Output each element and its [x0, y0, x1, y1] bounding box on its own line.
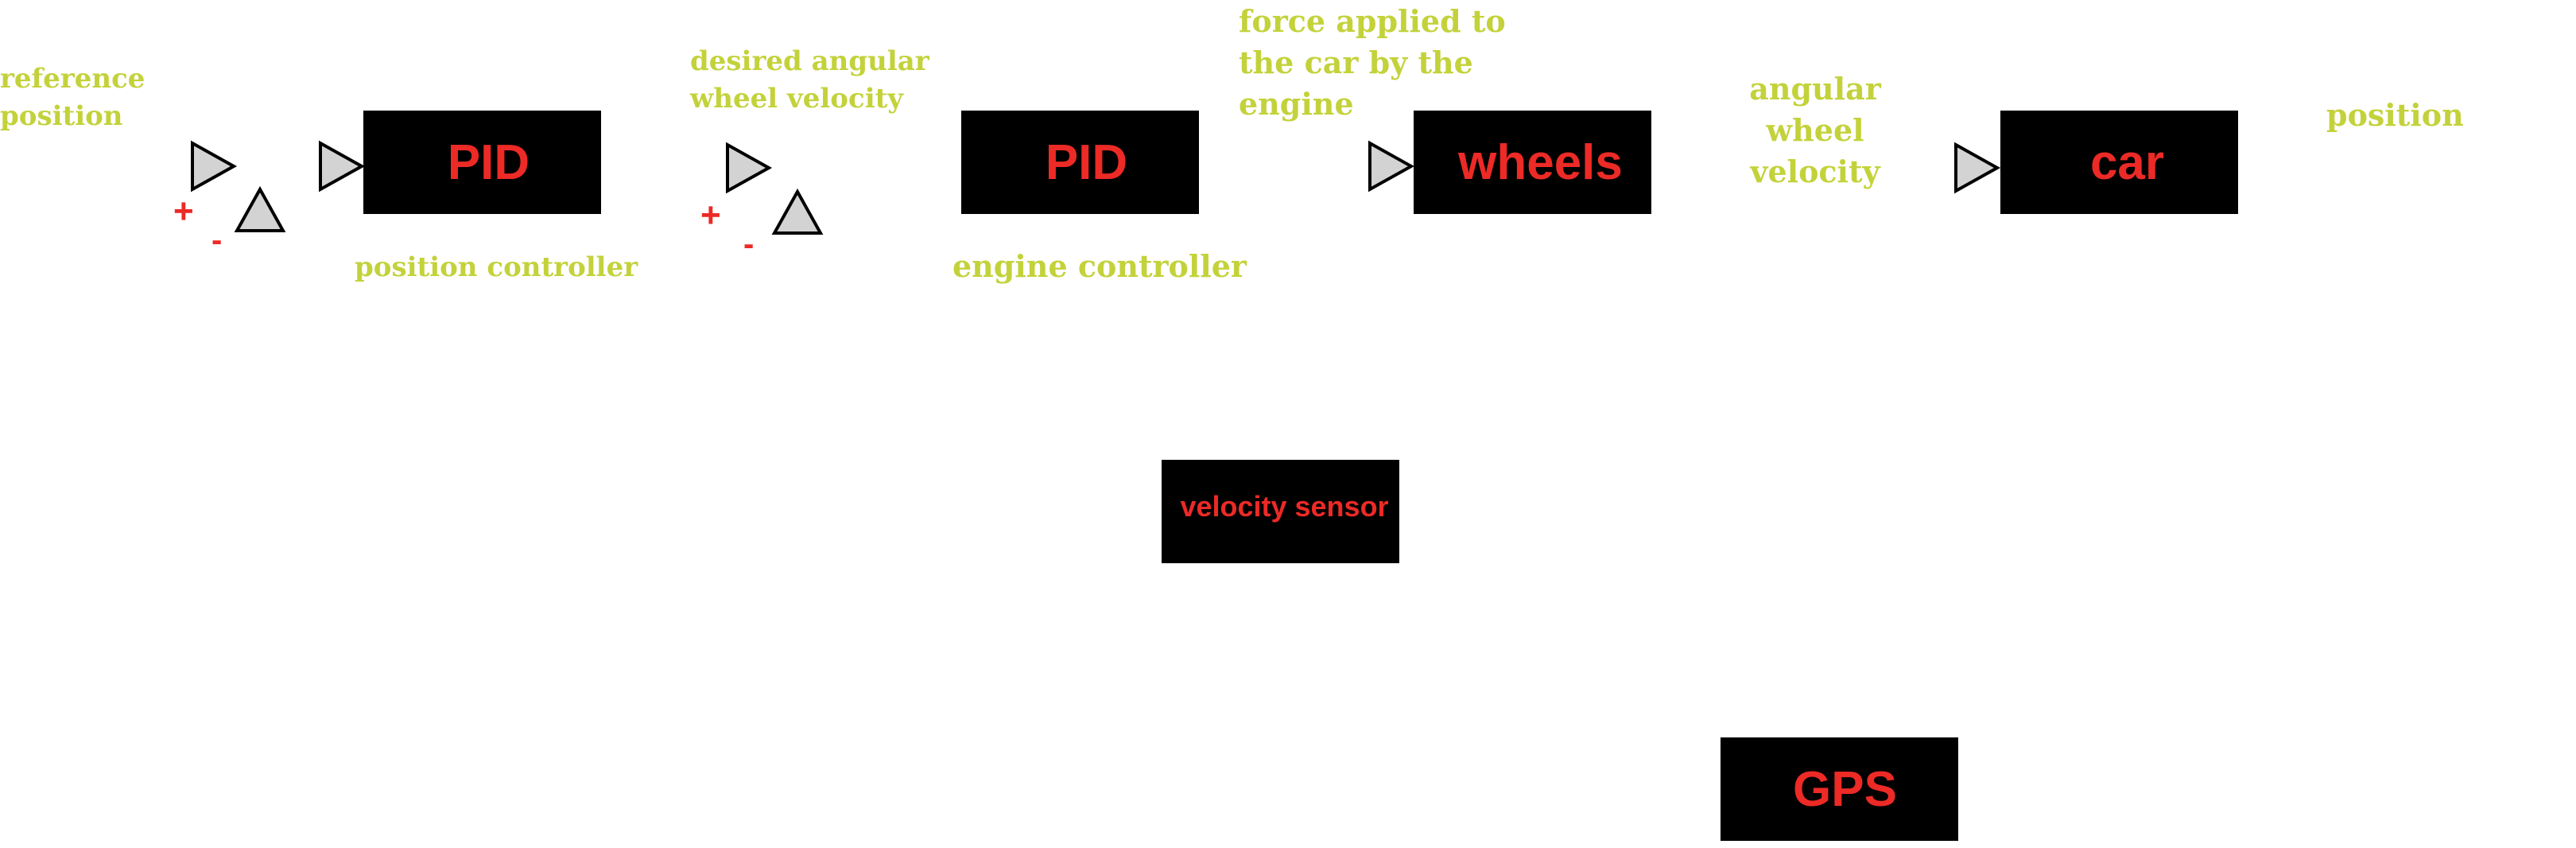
plus-sign: +: [173, 192, 194, 231]
reference-position-label: reference position: [0, 63, 145, 132]
triangle-up-icon: [771, 188, 824, 235]
triangle-right-icon: [1954, 142, 2001, 194]
triangle-right-icon: [191, 140, 238, 193]
minus-sign: -: [743, 227, 755, 262]
force-applied-label: force applied to the car by the engine: [1239, 3, 1506, 122]
plus-sign: +: [700, 196, 721, 235]
triangle-right-icon: [319, 140, 366, 193]
angular-wheel-velocity-label: angular wheel velocity: [1749, 71, 1881, 189]
position-pid-block: PID: [363, 111, 601, 214]
triangle-right-icon: [726, 142, 773, 194]
car-block: car: [2000, 111, 2238, 214]
triangle-up-icon: [234, 185, 286, 232]
velocity-sensor-block: velocity sensor: [1162, 460, 1399, 563]
wheels-block: wheels: [1414, 111, 1651, 214]
position-controller-label: position controller: [355, 251, 638, 283]
engine-pid-block: PID: [961, 111, 1199, 214]
position-output-label: position: [2326, 97, 2464, 133]
desired-angular-wheel-velocity-label: desired angular wheel velocity: [690, 45, 929, 115]
engine-controller-label: engine controller: [952, 248, 1247, 284]
gps-block: GPS: [1721, 737, 1958, 841]
triangle-right-icon: [1368, 140, 1415, 193]
minus-sign: -: [211, 223, 223, 258]
